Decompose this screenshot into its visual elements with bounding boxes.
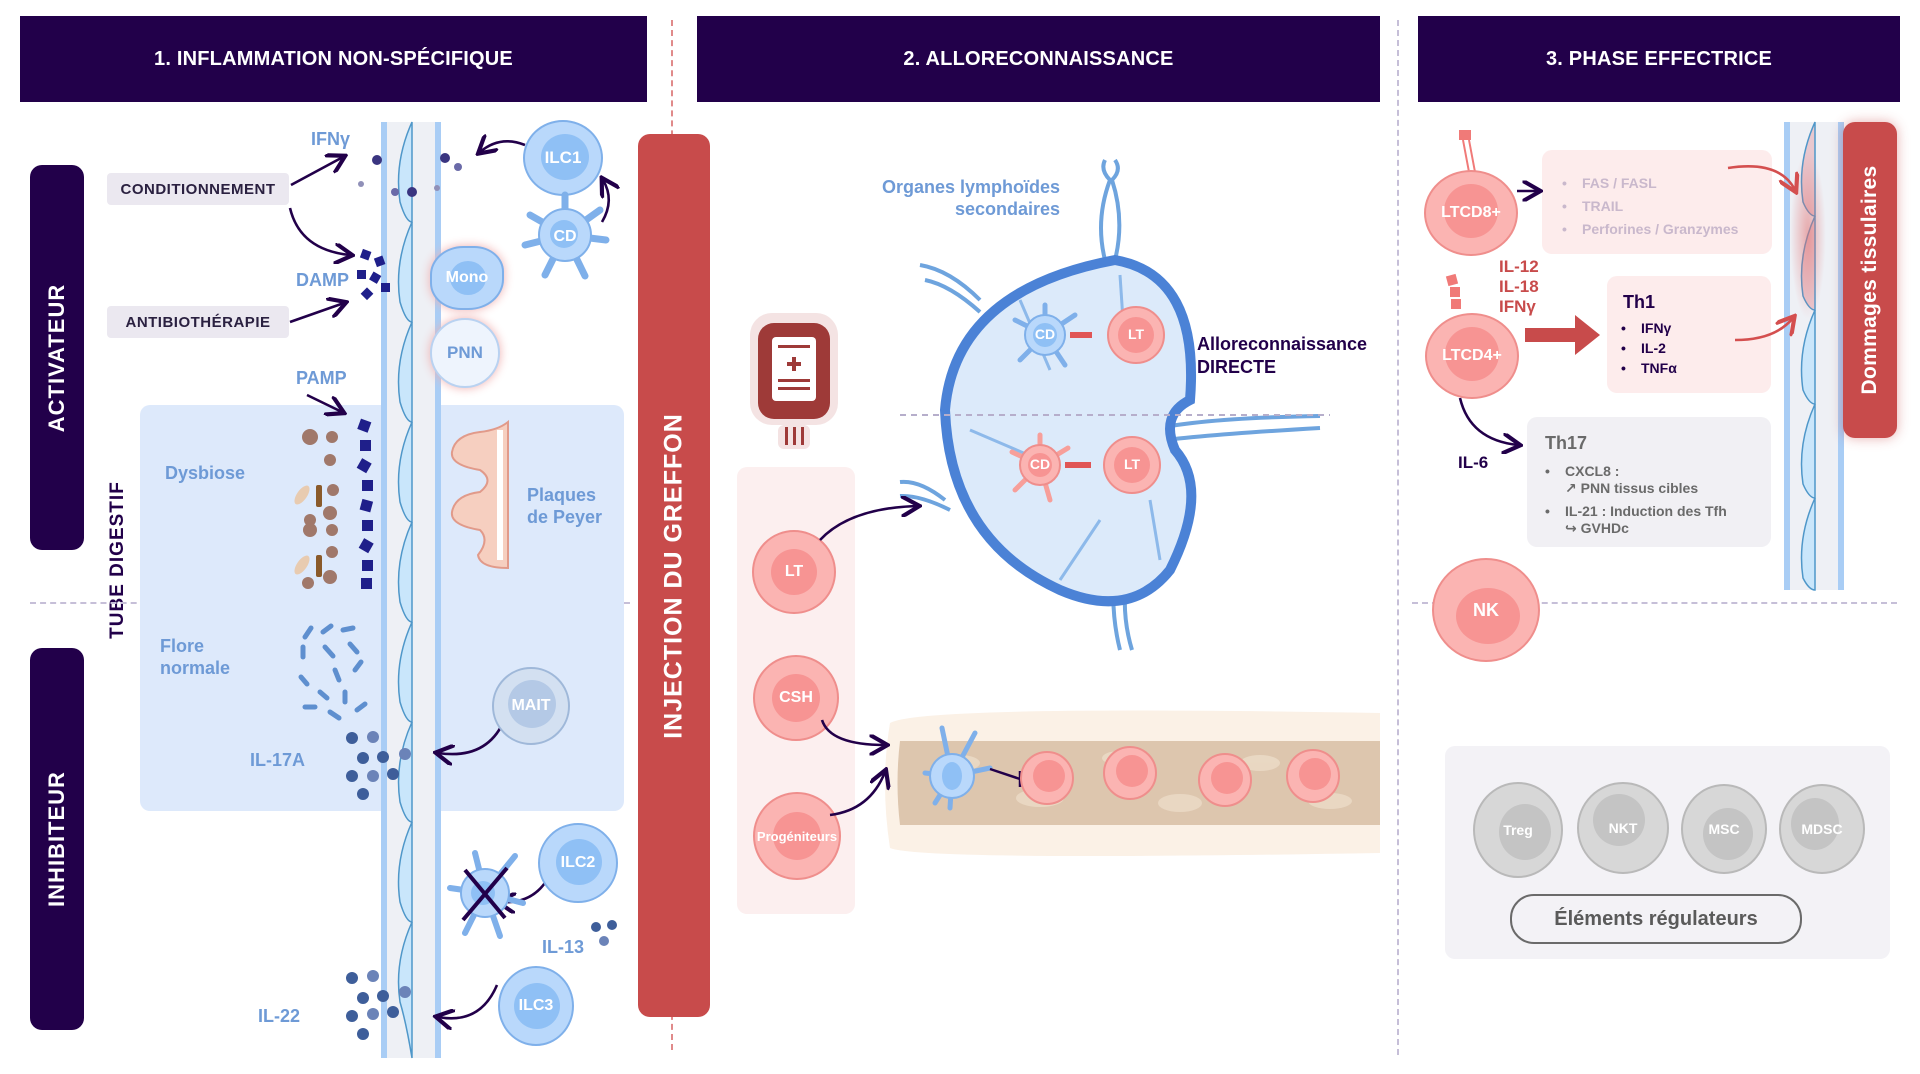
ifng-dots: [358, 153, 462, 197]
nk-cell: NK: [1432, 558, 1540, 662]
damp-label: DAMP: [296, 270, 349, 290]
graft-lt-cell: LT: [752, 530, 836, 614]
activator-bar: ACTIVATEUR: [30, 165, 84, 550]
dysbiosis-microbes: [294, 429, 339, 589]
antibiotics-tag: ANTIBIOTHÉRAPIE: [107, 306, 289, 338]
node-cd-bottom-label: CD: [1029, 456, 1051, 472]
th1-box: Th1 IFNγ IL-2 TNFα: [1607, 276, 1771, 393]
msc-cell: MSC: [1681, 784, 1767, 874]
phase2-arrows: [819, 0, 1400, 817]
il13-label: IL-13: [542, 937, 585, 957]
pamp-label: PAMP: [296, 368, 347, 388]
phase3-divider: [1412, 602, 1897, 604]
cd4-cytokines-list: IL-12 IL-18 IFNγ: [1499, 257, 1539, 317]
monocyte-cell: Mono: [430, 246, 504, 310]
effector-item: TRAIL: [1556, 195, 1738, 218]
il17a-label: IL-17A: [250, 750, 306, 770]
regulatory-elements-panel: Treg NKT MSC MDSC Éléments régulateurs: [1445, 746, 1890, 959]
conditioning-tag: CONDITIONNEMENT: [107, 173, 289, 205]
th1-cytokines-list: IFNγ IL-2 TNFα: [1615, 318, 1677, 378]
nkt-cell: NKT: [1577, 782, 1669, 874]
cytokine-item: IFNγ: [1499, 297, 1536, 316]
neutrophil-cell: PNN: [430, 318, 500, 388]
cd8-effectors-list: FAS / FASL TRAIL Perforines / Granzymes: [1556, 172, 1738, 241]
inhibitor-bar: INHIBITEUR: [30, 648, 84, 1030]
th1-item: TNFα: [1615, 358, 1677, 378]
node-lt-top-label: LT: [1127, 326, 1145, 342]
node-cd-top-label: CD: [1034, 326, 1056, 342]
cytokine-item: IL-18: [1499, 277, 1539, 296]
il22-label: IL-22: [258, 1006, 301, 1026]
th1-title: Th1: [1623, 292, 1656, 312]
th1-item: IFNγ: [1615, 318, 1677, 338]
graft-progenitor-cell: Progéniteurs: [753, 792, 841, 880]
th17-item: IL-21 : Induction des Tfh↪ GVHDc: [1539, 503, 1727, 537]
ltcd8-cell: LTCD8+: [1424, 170, 1518, 256]
graft-injection-bar: INJECTION DU GREFFON: [638, 134, 710, 1017]
phase2-header: 2. ALLORECONNAISSANCE: [697, 16, 1380, 102]
pamp-particles: [356, 418, 374, 589]
ilc2-cell: ILC2: [538, 823, 618, 903]
mdsc-cell: MDSC: [1779, 784, 1865, 874]
cd4-receptor-icon: [1445, 273, 1461, 309]
normal-flora-bacteria: [298, 623, 368, 721]
il13-dots: [591, 920, 617, 946]
lymphoid-organs-label: Organes lymphoïdes secondaires: [881, 177, 1060, 219]
th17-item: CXCL8 :↗ PNN tissus cibles: [1539, 463, 1727, 497]
th1-differentiation-arrow: [1525, 315, 1600, 355]
phase2-title: 2. ALLORECONNAISSANCE: [903, 47, 1174, 70]
phase3-title: 3. PHASE EFFECTRICE: [1545, 47, 1773, 70]
ifng-label: IFNγ: [311, 129, 351, 149]
damp-particles: [357, 248, 390, 301]
epithelial-cells: [397, 121, 413, 1059]
normal-flora-label: Flore normale: [160, 636, 231, 678]
peyer-patches-label: Plaques de Peyer: [527, 485, 603, 527]
inhibited-dendritic-cell: [447, 850, 526, 939]
il6-label: IL-6: [1458, 453, 1489, 472]
dysbiosis-label: Dysbiose: [165, 463, 246, 483]
direct-allorecognition-label: Alloreconnaissance: [1197, 334, 1368, 354]
dendritic-cell-icon: [521, 191, 610, 280]
mait-cell: MAIT: [492, 667, 570, 745]
ilc3-cell: ILC3: [498, 966, 574, 1046]
peyer-patches-tissue: [450, 419, 509, 570]
cd-label: CD: [553, 228, 577, 245]
phase1-header: 1. INFLAMMATION NON-SPÉCIFIQUE: [20, 16, 647, 102]
th17-box: Th17 CXCL8 :↗ PNN tissus cibles IL-21 : …: [1527, 417, 1771, 547]
divider-phase2-3: [1397, 20, 1399, 1055]
ilc1-cell: ILC1: [523, 120, 603, 196]
regulatory-elements-label: Éléments régulateurs: [1510, 894, 1802, 944]
phase3-header: 3. PHASE EFFECTRICE: [1418, 16, 1900, 102]
cytokine-item: IL-12: [1499, 257, 1539, 276]
th17-title: Th17: [1545, 433, 1588, 453]
effector-item: FAS / FASL: [1556, 172, 1738, 195]
cd8-receptor-icon: [1459, 130, 1476, 173]
bone-marrow-diagram: [885, 710, 1380, 857]
th17-items-list: CXCL8 :↗ PNN tissus cibles IL-21 : Induc…: [1539, 463, 1727, 537]
direct-allorecognition-sublabel: DIRECTE: [1197, 357, 1277, 377]
node-lt-bottom-label: LT: [1123, 456, 1141, 472]
treg-cell: Treg: [1473, 782, 1563, 878]
phase3-arrows: [1458, 165, 1920, 700]
ltcd4-cell: LTCD4+: [1425, 313, 1519, 399]
phase1-title: 1. INFLAMMATION NON-SPÉCIFIQUE: [154, 47, 513, 70]
effector-item: Perforines / Granzymes: [1556, 218, 1738, 241]
blood-bag-icon: [750, 313, 838, 449]
il22-dots: [346, 970, 411, 1040]
lymph-node-diagram: [899, 158, 1330, 651]
tissue-damage-bar: Dommages tissulaires: [1843, 122, 1897, 438]
il17a-dots: [346, 731, 411, 800]
th1-item: IL-2: [1615, 338, 1677, 358]
